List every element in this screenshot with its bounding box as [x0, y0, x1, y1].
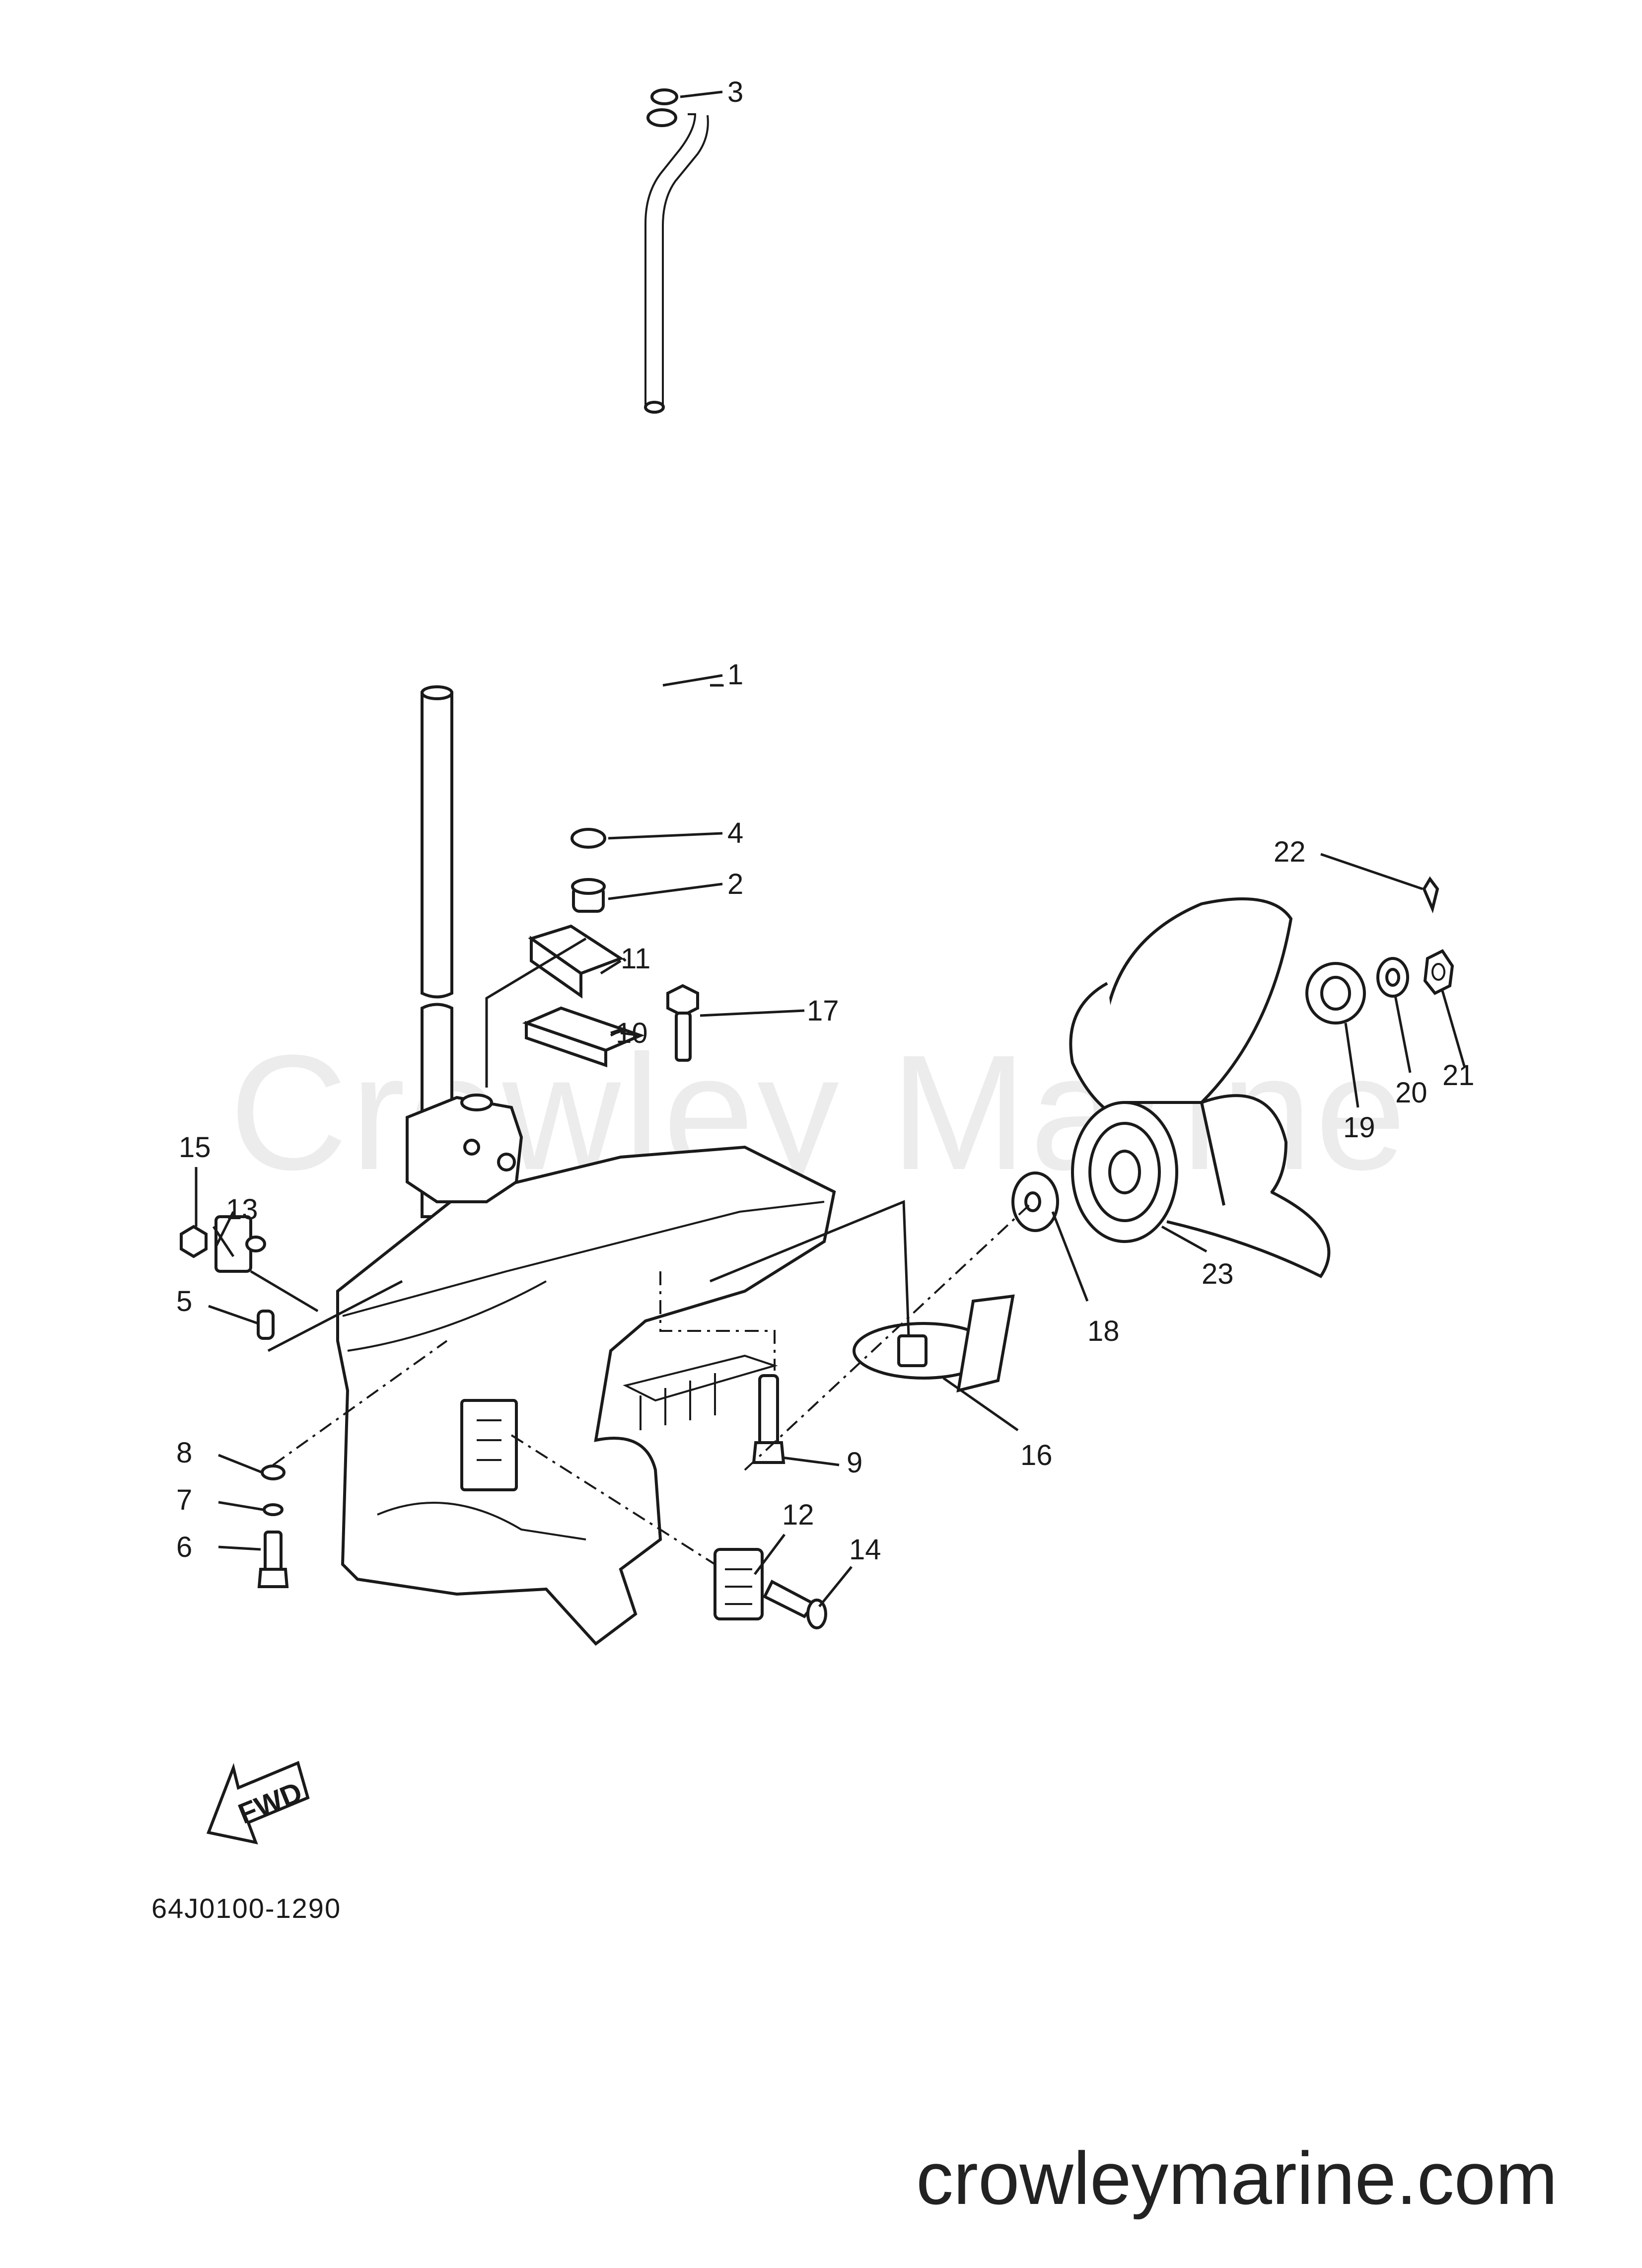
assembly-line-pump [485, 937, 587, 1088]
thrust-washer-part-18[interactable] [1011, 1171, 1059, 1232]
callout-11: 11 [621, 943, 650, 975]
assembly-line-trimtab [710, 1200, 910, 1336]
water-inlet-cover-part-12[interactable] [714, 1548, 764, 1620]
callout-20: 20 [1395, 1077, 1428, 1109]
alignment-line-casing [659, 1271, 776, 1371]
grommet-top-part-3[interactable] [650, 88, 678, 105]
screw-part-14[interactable] [762, 1579, 827, 1629]
grommet-part-2[interactable] [571, 878, 606, 913]
callout-12: 12 [782, 1499, 814, 1531]
callout-5: 5 [176, 1285, 192, 1317]
grommet-upper-tube[interactable] [646, 108, 677, 127]
seal-part-4[interactable] [571, 828, 606, 849]
callout-4: 4 [727, 817, 743, 849]
callout-16: 16 [1020, 1439, 1053, 1471]
washer-part-20[interactable] [1376, 957, 1409, 998]
callout-13: 13 [226, 1193, 258, 1226]
spacer-part-19[interactable] [1305, 962, 1366, 1024]
water-tube[interactable] [644, 113, 709, 414]
callout-7: 7 [176, 1484, 192, 1516]
diagram-code: 64J0100-1290 [151, 1893, 342, 1924]
callout-21: 21 [1442, 1059, 1475, 1092]
callout-17: 17 [807, 995, 839, 1027]
water-pump-housing[interactable] [406, 1094, 523, 1203]
callout-23: 23 [1202, 1258, 1234, 1290]
propeller-nut-part-21[interactable] [1423, 949, 1454, 995]
callout-6: 6 [176, 1531, 192, 1563]
callout-19: 19 [1343, 1111, 1375, 1144]
washer-part-8[interactable] [261, 1464, 286, 1480]
bolt-part-17[interactable] [666, 984, 699, 1062]
dowel-pin-part-5[interactable] [257, 1310, 275, 1340]
callout-22: 22 [1274, 836, 1306, 868]
alignment-line-inlet [510, 1434, 716, 1565]
callout-8: 8 [176, 1437, 192, 1469]
callout-3: 3 [727, 76, 743, 108]
assembly-line-dowel [267, 1280, 403, 1352]
bolt-part-9[interactable] [752, 1374, 785, 1464]
leader-lines [195, 90, 1466, 1608]
callout-10: 10 [616, 1017, 648, 1049]
callout-1: 1 [727, 658, 743, 691]
lower-casing[interactable] [336, 1145, 836, 1646]
alignment-line-propshaft [744, 1201, 1034, 1471]
callout-15: 15 [179, 1131, 211, 1164]
fwd-arrow: FWD [206, 1760, 310, 1845]
cotter-pin-part-22[interactable] [1422, 876, 1439, 914]
bolt-part-6[interactable] [257, 1531, 289, 1588]
propeller-part-23[interactable] [1069, 897, 1331, 1278]
bolt-part-15[interactable] [180, 1225, 208, 1258]
callout-18: 18 [1087, 1315, 1120, 1347]
website-footer[interactable]: crowleymarine.com [916, 2136, 1558, 2220]
callout-2: 2 [727, 868, 743, 900]
rubber-part-11[interactable] [528, 924, 624, 999]
trim-tab-part-16[interactable] [853, 1294, 1015, 1393]
callout-9: 9 [847, 1447, 862, 1479]
alignment-line-washer [272, 1340, 448, 1466]
callout-14: 14 [849, 1534, 881, 1566]
lock-washer-part-7[interactable] [263, 1503, 284, 1516]
plate-part-10[interactable] [522, 1006, 645, 1068]
